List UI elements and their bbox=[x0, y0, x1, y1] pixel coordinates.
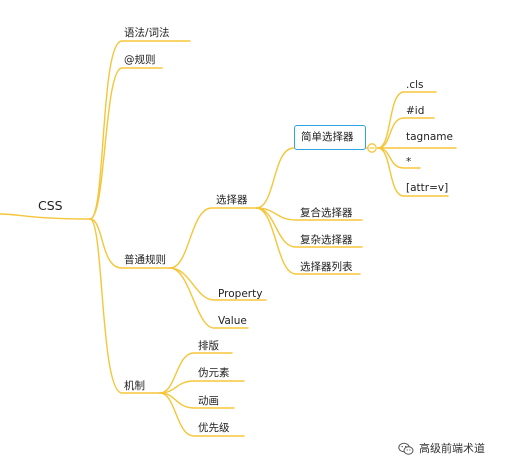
edge-simple-selector bbox=[255, 147, 295, 209]
edge-star bbox=[377, 147, 421, 169]
edge-id bbox=[377, 117, 435, 149]
edge-animation bbox=[159, 392, 235, 409]
watermark-text: 高级前端术道 bbox=[419, 442, 485, 455]
node-tagname[interactable]: tagname bbox=[406, 131, 453, 143]
edge-selector-list bbox=[255, 207, 361, 275]
node-syntax[interactable]: 语法/词法 bbox=[124, 27, 170, 39]
node-normal-rules[interactable]: 普通规则 bbox=[124, 254, 166, 266]
node-mechanism[interactable]: 机制 bbox=[124, 380, 145, 392]
selected-node-frame[interactable] bbox=[294, 125, 366, 150]
wechat-icon bbox=[398, 442, 414, 455]
edge-pseudo bbox=[159, 380, 245, 394]
node-pseudo-element[interactable]: 伪元素 bbox=[198, 367, 230, 379]
edge-layout bbox=[159, 352, 233, 394]
node-selector[interactable]: 选择器 bbox=[216, 194, 248, 206]
root-node[interactable]: CSS bbox=[38, 198, 63, 213]
edge-normal-rules bbox=[89, 218, 171, 269]
node-value[interactable]: Value bbox=[218, 315, 247, 327]
edge-priority bbox=[159, 392, 245, 437]
root-underline bbox=[0, 213, 91, 220]
edge-cls bbox=[377, 91, 437, 149]
node-simple-selector[interactable]: 简单选择器 bbox=[301, 131, 354, 143]
node-priority[interactable]: 优先级 bbox=[198, 422, 230, 434]
edge-at-rules bbox=[89, 67, 163, 220]
node-animation[interactable]: 动画 bbox=[198, 395, 219, 407]
node-property[interactable]: Property bbox=[218, 288, 263, 300]
edge-property bbox=[169, 267, 267, 301]
node-at-rules[interactable]: @规则 bbox=[124, 54, 156, 66]
node-selector-list[interactable]: 选择器列表 bbox=[300, 261, 353, 273]
node-cls[interactable]: .cls bbox=[406, 79, 424, 91]
node-star[interactable]: * bbox=[406, 156, 412, 168]
node-attr[interactable]: [attr=v] bbox=[406, 182, 449, 194]
edge-mechanism bbox=[89, 218, 161, 394]
node-id[interactable]: #id bbox=[406, 105, 425, 117]
watermark: 高级前端术道 bbox=[398, 442, 485, 456]
node-complex-selector[interactable]: 复杂选择器 bbox=[300, 234, 353, 246]
edge-selector bbox=[169, 207, 257, 269]
node-compound-selector[interactable]: 复合选择器 bbox=[300, 207, 353, 219]
edge-value bbox=[169, 267, 249, 329]
node-layout[interactable]: 排版 bbox=[198, 340, 219, 352]
edge-complex-selector bbox=[255, 207, 363, 248]
edge-attr bbox=[377, 147, 449, 197]
